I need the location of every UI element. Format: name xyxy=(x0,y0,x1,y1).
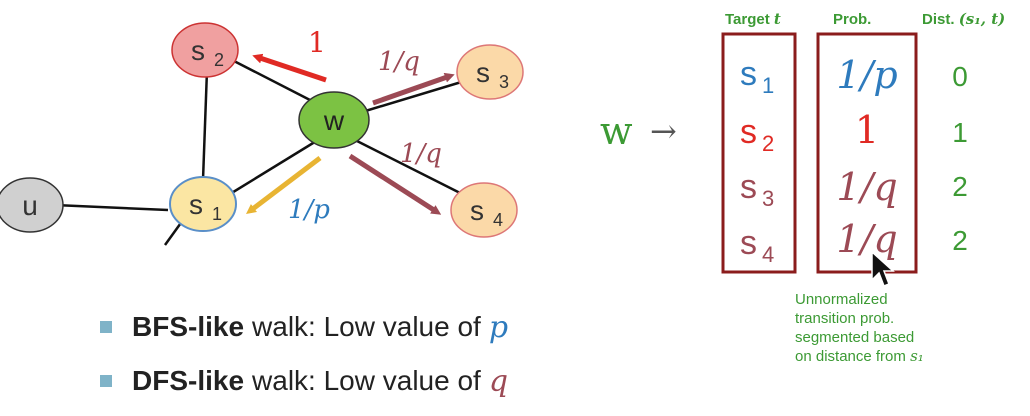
row-2-subscript: 2 xyxy=(762,131,774,156)
node-s4-label: s xyxy=(470,195,484,226)
row-1-prob: 1/p xyxy=(836,53,897,97)
node-s3: s 3 xyxy=(456,44,524,100)
note-line-1: Unnormalized xyxy=(795,291,888,308)
node-s1: s 1 xyxy=(169,176,237,232)
row-4-subscript: 4 xyxy=(762,242,774,267)
row-2-dist: 1 xyxy=(952,117,968,148)
edge-w-s4 xyxy=(354,138,471,200)
node-s1-label: s xyxy=(189,189,203,220)
node-s2-label: s xyxy=(191,35,205,66)
node-w-label: w xyxy=(323,105,345,136)
note-line-2: transition prob. xyxy=(795,310,895,327)
row-3-subscript: 3 xyxy=(762,186,774,211)
node-u-label: u xyxy=(22,190,38,221)
bullet-square-icon xyxy=(100,375,112,387)
node-s3-subscript: 3 xyxy=(499,72,509,92)
edge-s2-w xyxy=(231,58,311,102)
table-source-w: w xyxy=(600,109,633,153)
bullet-dfs-text: walk: Low value of xyxy=(252,365,481,396)
row-4-target: s xyxy=(740,224,757,262)
row-3-dist: 2 xyxy=(952,171,968,202)
table-row-2: s 2 1 1 xyxy=(740,108,968,156)
node-w: w xyxy=(298,91,370,149)
note-line-3: segmented based xyxy=(795,329,915,346)
row-4-dist: 2 xyxy=(952,225,968,256)
node-u: u xyxy=(0,177,64,233)
row-3-prob: 1/q xyxy=(836,165,897,209)
node-s3-label: s xyxy=(476,57,490,88)
bullet-bfs-bold: BFS-like xyxy=(132,311,245,342)
edge-label-w-s4: 1/q xyxy=(400,139,442,169)
row-4-prob: 1/q xyxy=(836,217,897,261)
bullet-dfs: DFS-like walk: Low value of q xyxy=(100,354,620,408)
prob-column-box xyxy=(816,32,918,274)
arrow-w-to-s2 xyxy=(252,53,327,83)
bullet-list: BFS-like walk: Low value of p DFS-like w… xyxy=(100,300,620,408)
arrow-w-to-s3 xyxy=(372,72,455,106)
edge-s1-s2 xyxy=(201,69,209,181)
bullet-dfs-var: q xyxy=(488,363,509,399)
note-line-4: on distance from s₁ xyxy=(795,347,924,365)
bullet-bfs-text: walk: Low value of xyxy=(252,311,481,342)
header-dist: Dist. (s₁, t) xyxy=(922,10,1005,28)
target-column-box xyxy=(721,32,797,274)
bullet-dfs-bold: DFS-like xyxy=(132,365,245,396)
bullet-bfs-var: p xyxy=(488,309,509,345)
table-row-3: s 3 1/q 2 xyxy=(740,165,968,211)
header-prob: Prob. xyxy=(833,11,871,28)
arrow-w-to-s4 xyxy=(348,153,442,215)
row-2-prob: 1 xyxy=(855,108,879,152)
edge-label-w-s3: 1/q xyxy=(378,47,420,77)
row-1-target: s xyxy=(740,55,757,93)
mouse-cursor-icon xyxy=(871,250,895,287)
row-1-dist: 0 xyxy=(952,61,968,92)
bullet-bfs: BFS-like walk: Low value of p xyxy=(100,300,620,354)
row-3-target: s xyxy=(740,168,757,206)
edge-label-w-s1: 1/p xyxy=(288,195,330,225)
arrow-w-to-s1 xyxy=(246,156,322,215)
table-arrow: → xyxy=(650,112,677,150)
node-s2: s 2 xyxy=(171,22,239,78)
node-s1-subscript: 1 xyxy=(212,204,222,224)
node-s4-subscript: 4 xyxy=(493,210,503,230)
row-1-subscript: 1 xyxy=(762,73,774,98)
edge-w-s1 xyxy=(229,138,319,196)
edge-label-w-s2: 1 xyxy=(308,26,326,59)
node-s2-subscript: 2 xyxy=(214,50,224,70)
table-row-1: s 1 1/p 0 xyxy=(740,53,968,98)
graph-edges xyxy=(31,58,471,246)
node-s4: s 4 xyxy=(450,182,518,238)
row-2-target: s xyxy=(740,113,757,151)
table-row-4: s 4 1/q 2 xyxy=(740,217,968,267)
bullet-square-icon xyxy=(100,321,112,333)
edge-w-s3 xyxy=(361,78,469,114)
annotation-note: Unnormalized transition prob. segmented … xyxy=(795,290,1005,366)
header-target: Target t xyxy=(725,10,781,28)
